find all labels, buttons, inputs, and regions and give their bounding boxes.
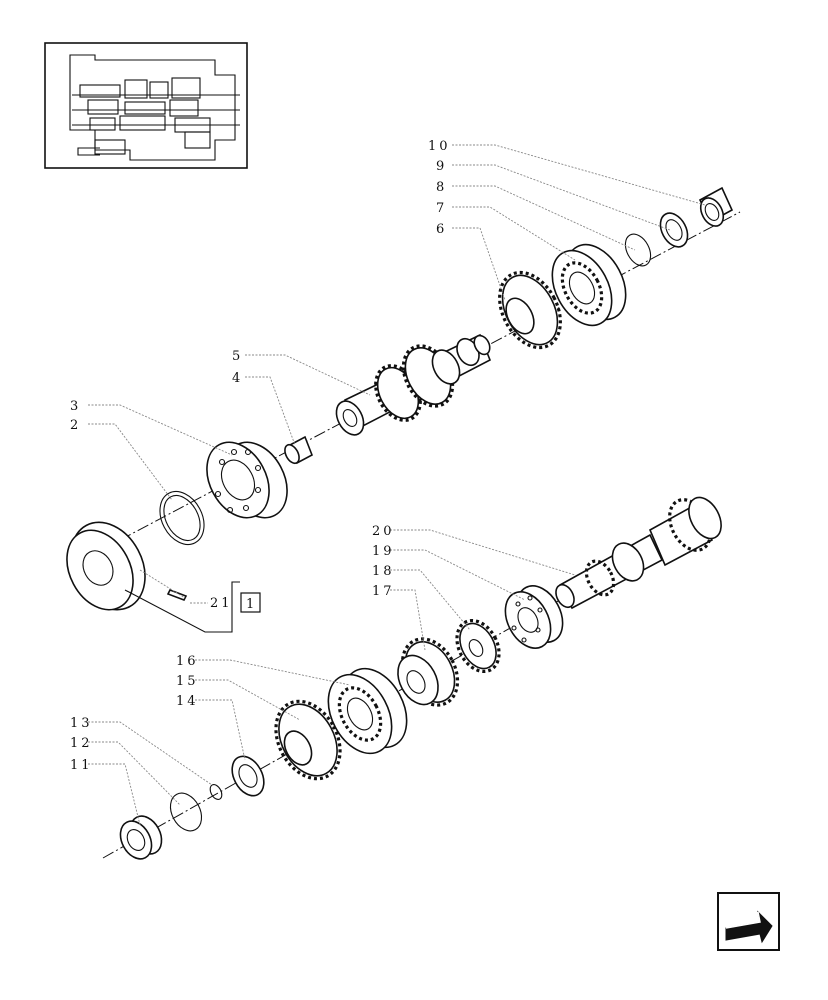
kit-reference-box[interactable]: 1 (240, 592, 261, 613)
label-20: 20 (372, 524, 395, 539)
gear-6 (498, 270, 562, 350)
needle-bearing-11 (119, 815, 163, 860)
snap-ring-8 (624, 233, 652, 267)
label-5: 5 (232, 349, 243, 364)
label-8: 8 (436, 180, 447, 195)
needle-bearing-10 (698, 186, 734, 227)
locator-thumbnail[interactable] (44, 42, 248, 169)
pin-21 (166, 588, 188, 602)
clip-13 (209, 784, 223, 800)
label-21: 21 (210, 596, 233, 611)
label-12: 12 (70, 736, 93, 751)
cover-flange (66, 521, 146, 611)
label-17: 17 (372, 584, 395, 599)
bush-4 (284, 435, 314, 465)
label-3: 3 (70, 399, 81, 414)
label-4: 4 (232, 371, 243, 386)
shaft-5 (335, 333, 492, 436)
label-16: 16 (176, 654, 199, 669)
next-page-button[interactable] (717, 892, 780, 951)
label-14: 14 (176, 694, 199, 709)
leader-lines (88, 144, 706, 826)
label-2: 2 (70, 418, 81, 433)
label-7: 7 (436, 201, 447, 216)
gear-15 (274, 699, 342, 781)
callout-labels: 10 9 8 7 6 5 4 3 2 20 19 18 17 21 16 15 … (70, 139, 451, 773)
shaft-20 (555, 496, 722, 610)
label-11: 11 (70, 758, 93, 773)
label-19: 19 (372, 544, 395, 559)
gear-18 (455, 618, 501, 674)
washer-9 (659, 212, 689, 248)
arrow-next-icon (725, 910, 773, 944)
bearing-19 (504, 585, 564, 649)
label-15: 15 (176, 674, 199, 689)
gear-17 (397, 637, 460, 707)
synchronizer-16 (327, 667, 408, 755)
snap-ring-12 (169, 792, 203, 832)
label-13: 13 (70, 716, 93, 731)
washer-14 (231, 755, 265, 797)
label-6: 6 (436, 222, 447, 237)
label-10: 10 (428, 139, 451, 154)
bearing-3 (206, 441, 288, 519)
kit-reference-number: 1 (246, 597, 254, 612)
snap-ring-2 (159, 491, 205, 545)
label-18: 18 (372, 564, 395, 579)
label-9: 9 (436, 159, 447, 174)
